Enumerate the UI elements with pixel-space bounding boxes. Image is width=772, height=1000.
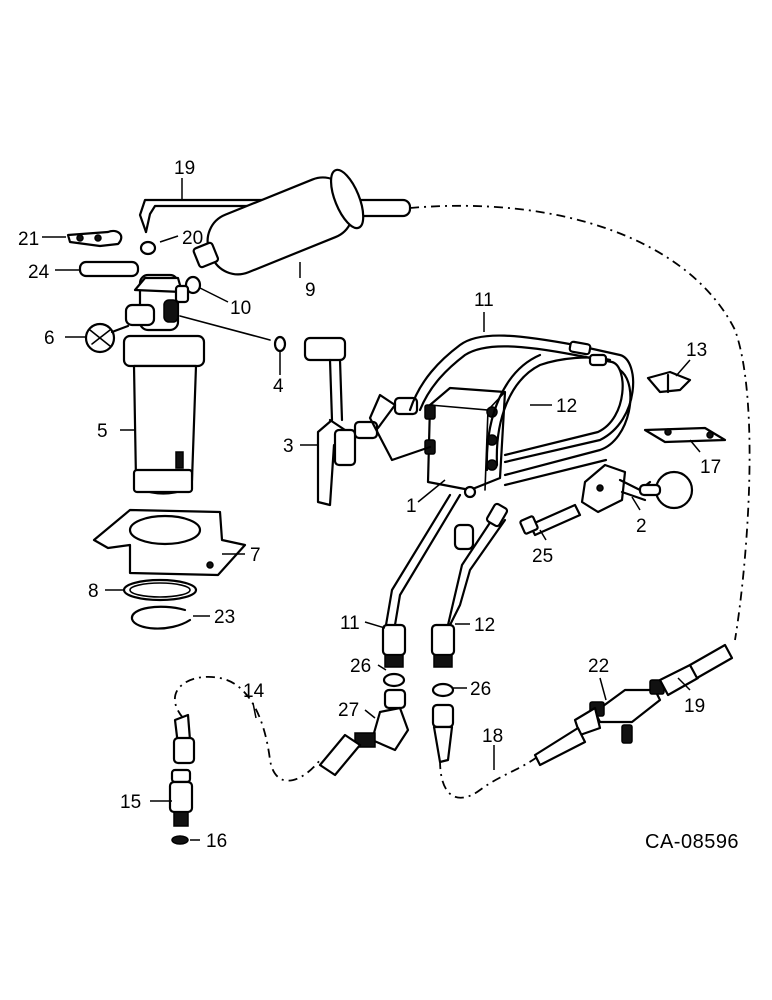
callout-26-right: 26 — [470, 679, 491, 700]
snap-ring-23 — [130, 605, 192, 630]
filter-body-5 — [122, 334, 206, 495]
tube-11-down — [393, 493, 462, 627]
callout-22: 22 — [588, 656, 609, 677]
callout-23: 23 — [214, 607, 235, 628]
canister-9 — [192, 168, 365, 276]
callout-12-top: 12 — [556, 396, 577, 417]
callout-24: 24 — [28, 262, 50, 283]
callout-13: 13 — [686, 340, 707, 361]
washer-16 — [171, 835, 189, 845]
valve-block-1 — [353, 386, 507, 499]
hose-19-dashed — [409, 204, 751, 641]
callout-9: 9 — [305, 280, 316, 301]
tube-loop — [368, 393, 432, 462]
leader-lines — [42, 178, 701, 841]
callout-15: 15 — [120, 792, 141, 813]
tube-12-down — [448, 518, 507, 627]
bracket-18 — [643, 426, 727, 444]
clip-13 — [646, 370, 692, 394]
callout-11-top: 11 — [474, 290, 494, 311]
callout-1: 1 — [406, 496, 417, 517]
callout-26-left: 26 — [350, 656, 371, 677]
callout-11-bottom: 11 — [340, 613, 360, 634]
washer-4 — [273, 335, 287, 353]
hose-end-14 — [172, 713, 196, 765]
hose-end-19-bottom — [658, 643, 734, 697]
callout-20: 20 — [182, 228, 203, 249]
callout-27: 27 — [338, 700, 359, 721]
callout-16: 16 — [206, 831, 227, 852]
callout-4: 4 — [273, 376, 284, 397]
hose-14-dashed — [174, 676, 321, 782]
callout-3: 3 — [283, 436, 294, 457]
callout-labels: 19 21 20 24 10 9 6 5 4 3 11 12 1 7 8 23 … — [18, 158, 721, 852]
bracket-7 — [92, 508, 247, 577]
tee-22 — [533, 679, 665, 767]
handle-valve-2 — [580, 463, 694, 514]
callout-17: 18 — [482, 726, 503, 747]
callout-2: 2 — [636, 516, 647, 537]
pin-24 — [78, 260, 140, 278]
callout-19-bottom: 19 — [684, 696, 705, 717]
callout-10: 10 — [230, 298, 251, 319]
washer-20 — [139, 240, 157, 256]
drawing-code: CA-08596 — [645, 831, 739, 853]
callout-7: 7 — [250, 545, 261, 566]
callout-19-top: 19 — [174, 158, 195, 179]
filter-head — [124, 273, 190, 332]
callout-18: 17 — [700, 457, 721, 478]
fitting-stack-right — [430, 623, 456, 764]
hose-17-dashed — [439, 754, 541, 799]
callout-14: 14 — [243, 681, 265, 702]
bolt-25 — [519, 503, 582, 537]
callout-8: 8 — [88, 581, 99, 602]
line-from-filter — [179, 315, 271, 341]
knob-6 — [84, 322, 130, 354]
fitting-3 — [303, 336, 357, 507]
callout-12-bottom: 12 — [474, 615, 495, 636]
tube-19-top — [138, 198, 312, 234]
fitting-15 — [168, 768, 194, 827]
callout-25: 25 — [532, 546, 553, 567]
callout-21: 21 — [18, 229, 39, 250]
tube-12 — [503, 368, 632, 477]
callout-5: 5 — [97, 421, 108, 442]
tube-12-loop — [495, 356, 612, 467]
fitting-stack-left — [318, 623, 410, 777]
callout-6: 6 — [44, 328, 55, 349]
